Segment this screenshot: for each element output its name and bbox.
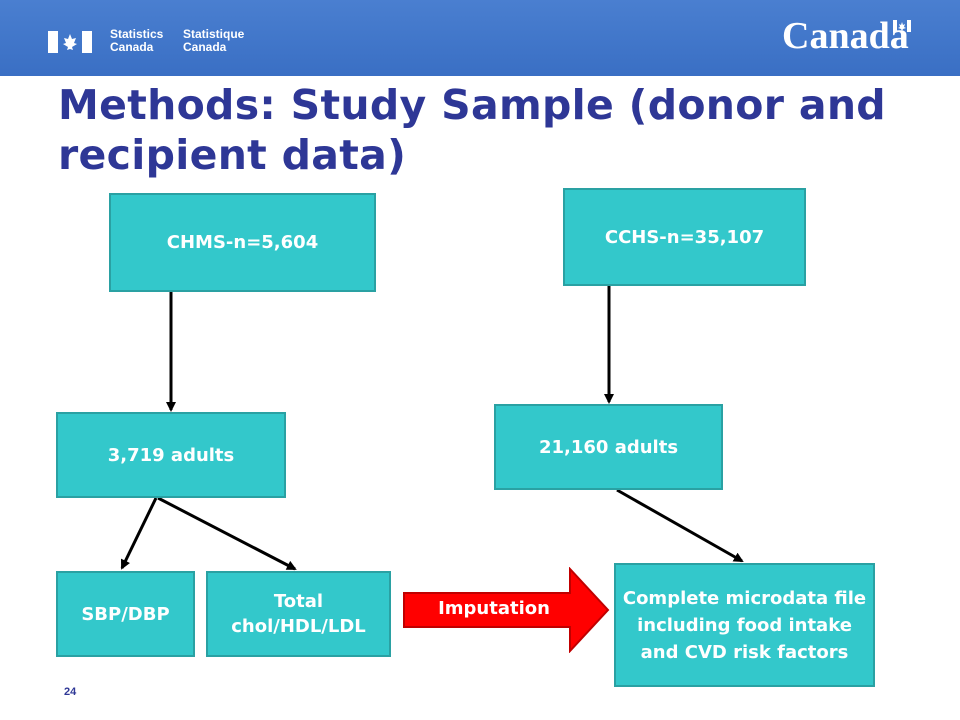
sbp-dbp-label: SBP/DBP (81, 603, 170, 625)
imputation-arrow-icon (403, 567, 610, 653)
agency-name-en-line1: Statistics (110, 27, 164, 41)
chms-node-label: CHMS-n=5,604 (166, 232, 319, 253)
header-banner: Statistics Canada Statistique Canada Can… (0, 0, 960, 76)
output-node: Complete microdata file including food i… (614, 563, 875, 687)
sbp-dbp-node: SBP/DBP (56, 571, 195, 657)
canada-flag-icon (48, 31, 92, 53)
chol-node: Total chol/HDL/LDL (206, 571, 391, 657)
slide-title: Methods: Study Sample (donor and recipie… (58, 81, 886, 179)
output-label: Complete microdata file including food i… (622, 587, 867, 663)
page-number: 24 (64, 686, 77, 698)
cchs-adults-label: 21,160 adults (538, 436, 679, 458)
imputation-label: Imputation (438, 598, 550, 619)
cchs-node-label: CCHS-n=35,107 (604, 226, 765, 248)
cchs-node: CCHS-n=35,107 (563, 188, 806, 286)
chms-adults-node: 3,719 adults (56, 412, 286, 498)
wordmark-flag-icon (893, 20, 911, 32)
arrow-adults-to-chol (157, 496, 297, 571)
arrow-adults-to-sbp (120, 497, 158, 570)
agency-name-fr-line2: Canada (183, 40, 227, 54)
agency-name-en-line2: Canada (110, 40, 154, 54)
agency-name-fr: Statistique Canada (183, 28, 244, 54)
canada-wordmark: Canada (782, 15, 909, 57)
agency-name-fr-line1: Statistique (183, 27, 245, 41)
cchs-adults-node: 21,160 adults (494, 404, 723, 490)
chol-label: Total chol/HDL/LDL (231, 591, 366, 637)
chms-node: CHMS-n=5,604 (109, 193, 376, 292)
chms-adults-label: 3,719 adults (107, 444, 235, 466)
agency-name-en: Statistics Canada (110, 28, 163, 54)
arrow-cchs-adults-to-output (616, 488, 744, 563)
